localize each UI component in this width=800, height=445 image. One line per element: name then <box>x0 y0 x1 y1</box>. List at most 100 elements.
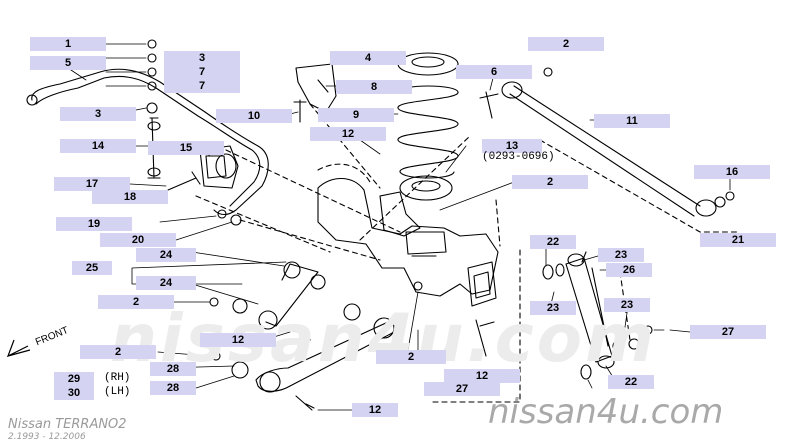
lateral-rod-eye-lower <box>695 199 717 217</box>
upper-link <box>265 263 319 327</box>
callout-12-lower[interactable]: 12 <box>352 403 398 417</box>
callout-14[interactable]: 14 <box>60 139 136 153</box>
callout-12-axle[interactable]: 12 <box>444 369 520 383</box>
callout-13-code: (0293-0696) <box>482 151 555 163</box>
stabilizer-bushing <box>215 153 237 179</box>
bushing-7b <box>147 81 157 91</box>
nut-27 <box>643 325 653 335</box>
watermark: nissan4u.com <box>488 392 724 432</box>
callout-26[interactable]: 26 <box>606 263 652 277</box>
lh-label: (LH) <box>104 386 131 398</box>
nut-22b <box>612 340 624 352</box>
callout-22-upper[interactable]: 22 <box>530 235 576 249</box>
callout-30[interactable]: 30 <box>54 386 94 400</box>
callout-2-left[interactable]: 2 <box>98 295 174 309</box>
callout-21[interactable]: 21 <box>700 233 776 247</box>
nut-2-lower <box>211 351 221 361</box>
production-period: 2.1993 - 12.2006 <box>8 432 86 442</box>
spring-seat-lower-in <box>411 180 441 192</box>
callout-25[interactable]: 25 <box>72 261 112 275</box>
bushing-23a <box>555 263 565 277</box>
shock-upper-eye <box>567 253 585 267</box>
upper-link-bushing-a <box>283 261 301 279</box>
callout-23-mid[interactable]: 23 <box>530 301 576 315</box>
bolt-12-mid <box>287 327 311 341</box>
nut-19 <box>217 209 227 219</box>
callout-23-upper[interactable]: 23 <box>598 248 644 262</box>
spring-seat-lower <box>399 175 453 201</box>
callout-3b[interactable]: 3 <box>60 107 136 121</box>
lower-link-bushing-a <box>231 361 249 379</box>
shock-absorber <box>565 251 613 363</box>
callout-3[interactable]: 3 <box>164 51 240 65</box>
bushing-23c <box>628 338 640 350</box>
callout-8[interactable]: 8 <box>336 80 412 94</box>
callout-12-mid[interactable]: 12 <box>200 333 276 347</box>
lateral-rod <box>509 85 701 217</box>
rh-label: (RH) <box>104 372 131 384</box>
callout-28-lower[interactable]: 28 <box>150 381 196 395</box>
callout-2-lower-left[interactable]: 2 <box>80 345 156 359</box>
callout-12-upper[interactable]: 12 <box>310 127 386 141</box>
bushing-22a <box>542 264 554 280</box>
callout-2-upper-right[interactable]: 2 <box>528 37 604 51</box>
callout-6[interactable]: 6 <box>456 65 532 79</box>
callout-19[interactable]: 19 <box>56 217 132 231</box>
bushing-3b <box>146 102 158 114</box>
nut-21 <box>725 191 735 201</box>
stabilizer-bar <box>31 68 269 216</box>
callout-1[interactable]: 1 <box>30 37 106 51</box>
callout-7b[interactable]: 7 <box>164 79 240 93</box>
callout-10[interactable]: 10 <box>216 109 292 123</box>
callout-27-right[interactable]: 27 <box>690 325 766 339</box>
washer-3 <box>147 53 157 63</box>
callout-27-lower[interactable]: 27 <box>424 382 500 396</box>
link-bushing <box>147 121 161 131</box>
callout-11[interactable]: 11 <box>594 114 670 128</box>
bump-bracket <box>295 63 337 113</box>
bushing-7a <box>147 67 157 77</box>
callout-9[interactable]: 9 <box>318 108 394 122</box>
callout-29[interactable]: 29 <box>54 372 94 386</box>
callout-28-upper[interactable]: 28 <box>150 362 196 376</box>
bushing-23d <box>580 364 592 380</box>
callout-17[interactable]: 17 <box>54 177 130 191</box>
vehicle-model: Nissan TERRANO2 <box>8 417 127 432</box>
callout-16[interactable]: 16 <box>694 165 770 179</box>
upper-link-bushing-c <box>258 310 278 330</box>
callout-13[interactable]: 13 <box>482 139 542 153</box>
callout-18[interactable]: 18 <box>92 190 168 204</box>
axle-housing <box>317 177 499 297</box>
nut-1 <box>147 39 157 49</box>
callout-20[interactable]: 20 <box>100 233 176 247</box>
callout-2-center[interactable]: 2 <box>376 350 446 364</box>
lower-link-bushing-front <box>259 371 281 393</box>
callout-7a[interactable]: 7 <box>164 65 240 79</box>
bolt-6 <box>479 91 499 119</box>
callout-22-lower[interactable]: 22 <box>608 375 654 389</box>
stabilizer-end-eye <box>26 94 38 106</box>
callout-15[interactable]: 15 <box>148 141 224 155</box>
bolt-10 <box>293 99 307 123</box>
spring-seat-upper-in <box>411 56 445 68</box>
callout-24-upper[interactable]: 24 <box>136 248 196 262</box>
shock-lower-eye <box>597 355 615 369</box>
lateral-rod-eye-upper <box>501 81 523 99</box>
nut-2-axle <box>413 281 423 291</box>
front-arrow-icon <box>6 339 31 358</box>
callout-23-right[interactable]: 23 <box>604 298 650 312</box>
upper-link-bushing-b <box>310 274 326 290</box>
callout-5[interactable]: 5 <box>30 56 106 70</box>
bolt-12-lower <box>295 395 315 411</box>
callout-2-mid-right[interactable]: 2 <box>512 175 588 189</box>
body-mount-outline <box>195 103 741 403</box>
stabilizer-bracket <box>199 145 239 189</box>
link-bushing-lower <box>147 167 161 177</box>
bolt-12-axle <box>475 319 495 357</box>
callout-4[interactable]: 4 <box>330 51 406 65</box>
washer-16 <box>714 196 726 208</box>
lower-link-bushing-rear <box>373 317 395 339</box>
axle-differential <box>379 191 421 237</box>
callout-24-lower[interactable]: 24 <box>136 276 196 290</box>
